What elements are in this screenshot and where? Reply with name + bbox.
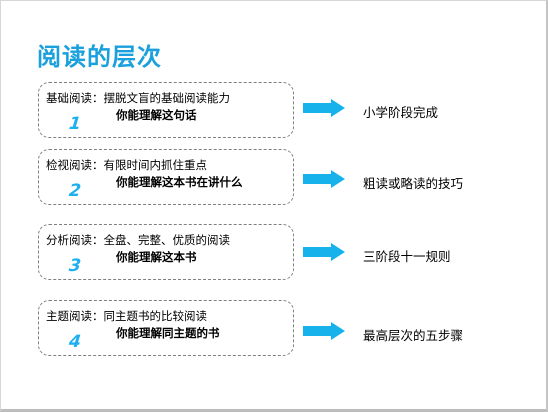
level-number: 2	[67, 181, 82, 201]
level-subtext: 你能理解这本书	[116, 250, 197, 264]
level-box-1: 基础阅读：摆脱文盲的基础阅读能力 你能理解这句话 1	[38, 82, 294, 138]
level-subtext: 你能理解这本书在讲什么	[116, 175, 243, 189]
slide-title: 阅读的层次	[37, 43, 162, 71]
level-result: 最高层次的五步骤	[363, 328, 464, 343]
level-heading: 基础阅读：摆脱文盲的基础阅读能力	[46, 91, 230, 105]
right-arrow-icon	[303, 170, 345, 188]
level-number: 1	[67, 114, 82, 134]
level-box-4: 主题阅读：同主题书的比较阅读 你能理解同主题的书 4	[38, 300, 294, 356]
level-subtext: 你能理解这句话	[116, 108, 197, 122]
right-arrow-icon	[303, 322, 345, 340]
level-result: 三阶段十一规则	[363, 249, 451, 264]
level-subtext: 你能理解同主题的书	[116, 326, 220, 340]
level-box-3: 分析阅读：全盘、完整、优质的阅读 你能理解这本书 3	[38, 224, 294, 280]
level-number: 4	[67, 332, 82, 352]
level-heading: 主题阅读：同主题书的比较阅读	[46, 309, 207, 323]
right-arrow-icon	[303, 243, 345, 261]
level-result: 粗读或略读的技巧	[363, 176, 464, 191]
right-arrow-icon	[303, 99, 345, 117]
level-result: 小学阶段完成	[363, 105, 439, 120]
level-heading: 分析阅读：全盘、完整、优质的阅读	[46, 233, 230, 247]
level-number: 3	[67, 256, 82, 276]
level-heading: 检视阅读：有限时间内抓住重点	[46, 158, 207, 172]
level-box-2: 检视阅读：有限时间内抓住重点 你能理解这本书在讲什么 2	[38, 149, 294, 205]
